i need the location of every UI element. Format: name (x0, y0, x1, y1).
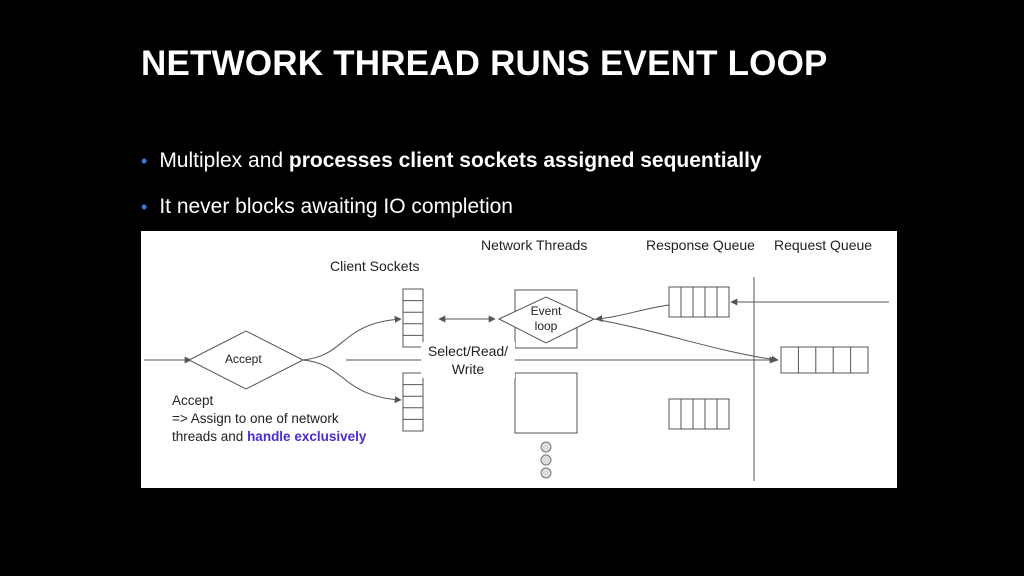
bullet-dot-icon: • (141, 151, 148, 171)
bullet-item: • It never blocks awaiting IO completion (141, 194, 762, 220)
request-queue (780, 346, 869, 374)
accept-to-sockets-bottom-curve (302, 359, 402, 404)
more-threads-dot (540, 467, 552, 479)
client-sockets-header: Client Sockets (330, 258, 420, 274)
slide-title: NETWORK THREAD RUNS EVENT LOOP (141, 44, 828, 83)
accept-note-line2: => Assign to one of network (172, 411, 339, 426)
bullet-text: Multiplex and (159, 149, 289, 172)
network-threads-header: Network Threads (481, 237, 588, 253)
response-queue-top (668, 286, 730, 318)
architecture-diagram: Network Threads Response Queue Request Q… (141, 231, 897, 488)
accept-note-line3-text: threads and (172, 429, 248, 444)
bullet-bold-text: processes client sockets assigned sequen… (288, 149, 762, 172)
bullet-dot-icon: • (141, 197, 148, 217)
diagram-graphics (144, 277, 889, 481)
accept-to-sockets-top-curve (302, 315, 402, 361)
more-threads-dot (540, 441, 552, 453)
select-read-write-label: Select/Read/ Write (421, 342, 515, 378)
response-queue-bottom (668, 398, 730, 430)
request-queue-header: Request Queue (774, 237, 873, 253)
select-label-line1: Select/Read/ (427, 343, 509, 359)
client-socket-stack-bottom (402, 372, 424, 432)
bullet-list: • Multiplex and processes client sockets … (141, 148, 762, 240)
response-to-eventloop-curve (595, 304, 670, 322)
accept-node-label: Accept (225, 352, 262, 366)
more-threads-dot (540, 454, 552, 466)
select-label-line2: Write (451, 361, 485, 377)
accept-note: Accept => Assign to one of network threa… (172, 392, 366, 446)
bullet-item: • Multiplex and processes client sockets … (141, 148, 762, 174)
accept-note-line1: Accept (172, 393, 214, 408)
accept-note-highlight: handle exclusively (247, 429, 367, 444)
bullet-text: It never blocks awaiting IO completion (159, 195, 513, 218)
event-loop-label: Event loop (526, 304, 566, 334)
network-thread-box-2 (514, 372, 578, 434)
event-loop-label-line1: Event (530, 304, 562, 318)
event-loop-label-line2: loop (534, 319, 558, 333)
accept-note-line3: threads and handle exclusively (172, 428, 366, 446)
response-queue-header: Response Queue (646, 237, 755, 253)
client-socket-stack-top (402, 288, 424, 348)
eventloop-to-request-curve (593, 318, 779, 363)
